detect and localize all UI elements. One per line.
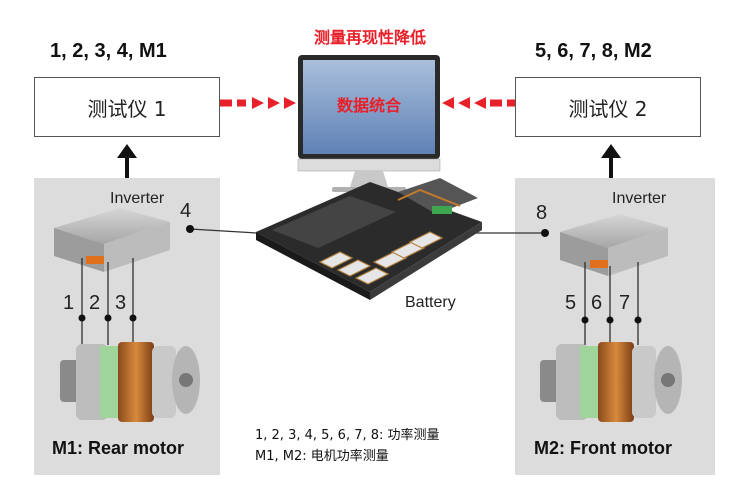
right-phase-number-6: 6 xyxy=(591,292,603,314)
right-inverter-label: Inverter xyxy=(612,190,667,207)
left-inverter-label: Inverter xyxy=(110,190,165,207)
left-channels-heading: 1, 2, 3, 4, M1 xyxy=(50,40,167,62)
data-link-right-arrow xyxy=(442,97,515,109)
data-link-left-arrow xyxy=(220,97,296,109)
right-phase-number-5: 5 xyxy=(565,292,577,314)
right-upload-arrow xyxy=(601,144,621,178)
left-motor-image xyxy=(60,342,200,422)
monitor-label: 数据统合 xyxy=(336,96,401,115)
right-phase-leads xyxy=(584,262,639,345)
left-phase-leads xyxy=(81,258,134,345)
legend: 1, 2, 3, 4, 5, 6, 7, 8: 功率测量 M1, M2: 电机功… xyxy=(255,425,440,467)
right-channels-heading: 5, 6, 7, 8, M2 xyxy=(535,40,652,62)
left-phase-number-1: 1 xyxy=(63,292,75,314)
left-phase-number-3: 3 xyxy=(115,292,127,314)
right-motor-label: M2: Front motor xyxy=(534,438,672,458)
instrument-1-box: 测试仪 1 xyxy=(34,77,220,137)
left-motor-label: M1: Rear motor xyxy=(52,438,185,458)
left-dc-point-number: 4 xyxy=(180,200,192,222)
right-inverter-image xyxy=(560,214,668,276)
left-upload-arrow xyxy=(117,144,137,178)
reproducibility-heading: 测量再现性降低 xyxy=(313,28,426,47)
right-dc-point-dot xyxy=(541,229,549,237)
battery-label: Battery xyxy=(405,294,456,311)
legend-line-power: 1, 2, 3, 4, 5, 6, 7, 8: 功率测量 xyxy=(255,428,440,443)
left-dc-point-dot xyxy=(186,225,194,233)
right-motor-image xyxy=(540,342,682,422)
right-phase-number-7: 7 xyxy=(619,292,631,314)
left-inverter-image xyxy=(54,208,170,272)
monitor-icon xyxy=(297,55,441,192)
instrument-2-box: 测试仪 2 xyxy=(515,77,701,137)
left-phase-number-2: 2 xyxy=(89,292,101,314)
battery-pack-image xyxy=(256,178,482,300)
legend-line-motor: M1, M2: 电机功率测量 xyxy=(255,449,389,464)
right-dc-point-number: 8 xyxy=(536,202,548,224)
